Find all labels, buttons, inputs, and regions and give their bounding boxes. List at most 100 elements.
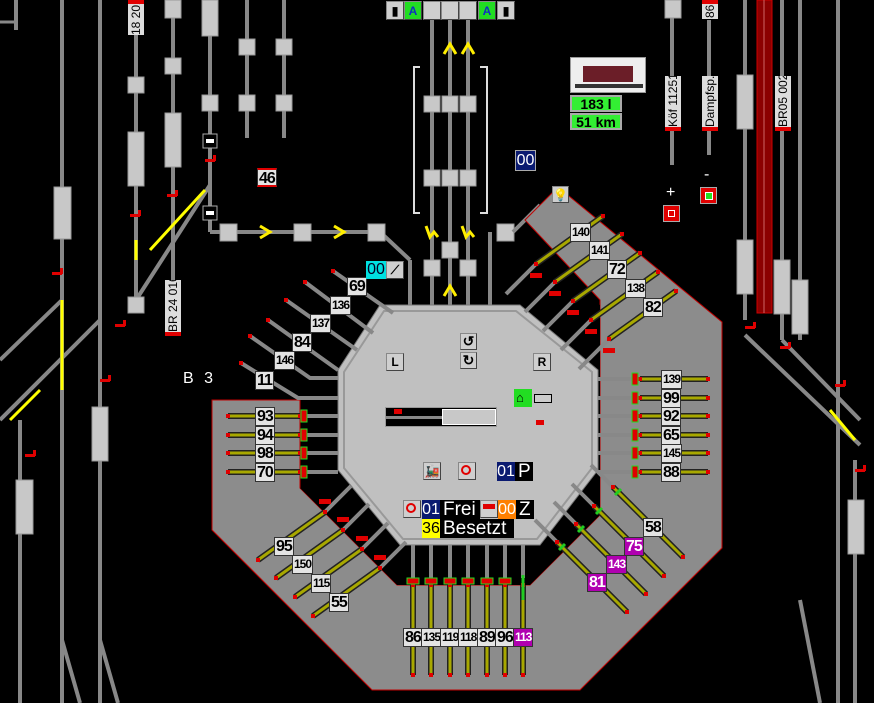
increase-button[interactable] bbox=[663, 205, 680, 222]
track-number-55[interactable]: 55 bbox=[329, 593, 349, 612]
stop-button[interactable] bbox=[458, 462, 476, 480]
track-number-84[interactable]: 84 bbox=[292, 333, 312, 352]
block-section bbox=[15, 479, 34, 535]
track-number-92[interactable]: 92 bbox=[661, 407, 681, 426]
block-section bbox=[423, 95, 441, 113]
track-number-138[interactable]: 138 bbox=[625, 279, 647, 298]
status-stop-button[interactable] bbox=[403, 500, 421, 518]
signal-icon bbox=[130, 214, 140, 217]
track-number-119[interactable]: 119 bbox=[440, 628, 461, 647]
block-section bbox=[496, 223, 515, 242]
track-end-icon bbox=[625, 610, 629, 614]
track-number-139[interactable]: 139 bbox=[661, 370, 683, 389]
signal-icon bbox=[123, 320, 126, 326]
track-number-135[interactable]: 135 bbox=[421, 628, 443, 647]
track-number-72[interactable]: 72 bbox=[607, 260, 627, 279]
depot-exit-left-button[interactable]: ▮ bbox=[386, 1, 404, 20]
stall-signal-icon bbox=[557, 542, 567, 552]
route-3-button[interactable] bbox=[459, 1, 477, 20]
track-end-icon bbox=[656, 270, 660, 274]
target-label: Z bbox=[516, 500, 534, 519]
track-number-145[interactable]: 145 bbox=[661, 444, 683, 463]
track-number-94[interactable]: 94 bbox=[255, 426, 275, 445]
track-end-icon bbox=[589, 318, 593, 322]
track-number-58[interactable]: 58 bbox=[643, 518, 663, 537]
engine-house-button[interactable]: ⌂ bbox=[514, 389, 532, 407]
track-end-icon bbox=[681, 555, 685, 559]
track-number-118[interactable]: 118 bbox=[458, 628, 479, 647]
tower-left-button[interactable]: A bbox=[404, 1, 422, 20]
track-number-99[interactable]: 99 bbox=[661, 389, 681, 408]
lead-track bbox=[341, 502, 371, 532]
track-number-75[interactable]: 75 bbox=[624, 537, 644, 556]
rotate-ccw-button[interactable]: ↺ bbox=[460, 333, 477, 350]
track-number-98[interactable]: 98 bbox=[255, 444, 275, 463]
track-number-82[interactable]: 82 bbox=[643, 298, 663, 317]
position-label: P bbox=[515, 462, 533, 481]
target-track-number: 00 bbox=[498, 500, 516, 519]
crane-button[interactable]: ⟋ bbox=[386, 261, 404, 279]
signal-icon bbox=[205, 159, 215, 162]
track-number-150[interactable]: 150 bbox=[292, 555, 314, 574]
track-end-icon bbox=[226, 414, 230, 418]
block-section bbox=[441, 241, 459, 259]
track-end-icon bbox=[378, 566, 382, 570]
track-number-96[interactable]: 96 bbox=[495, 628, 515, 647]
tower-icon: A bbox=[482, 3, 492, 18]
flag-button[interactable] bbox=[480, 500, 498, 518]
block-section bbox=[127, 76, 145, 94]
occupied-section bbox=[148, 188, 207, 252]
turntable-bridge[interactable] bbox=[385, 407, 544, 427]
track-end-icon bbox=[429, 583, 433, 587]
turn-left-label: L bbox=[391, 355, 399, 369]
stall-track bbox=[590, 270, 659, 322]
track-number-113[interactable]: 113 bbox=[513, 628, 534, 647]
track-number-65[interactable]: 65 bbox=[661, 426, 681, 445]
track-number-95[interactable]: 95 bbox=[274, 537, 294, 556]
switch-chevron-icon bbox=[259, 224, 273, 240]
track-number-11[interactable]: 11 bbox=[255, 371, 274, 390]
track-end-icon bbox=[601, 214, 605, 218]
block-section bbox=[441, 95, 459, 113]
block-section bbox=[791, 279, 809, 335]
track-number-93[interactable]: 93 bbox=[255, 407, 275, 426]
track-number-143[interactable]: 143 bbox=[606, 555, 628, 574]
track-end-icon bbox=[553, 280, 557, 284]
depot-exit-right-button[interactable]: ▮ bbox=[497, 1, 515, 20]
track-number-89[interactable]: 89 bbox=[477, 628, 497, 647]
track-end-icon bbox=[638, 396, 642, 400]
track-end-icon bbox=[303, 280, 307, 284]
track-number-88[interactable]: 88 bbox=[661, 463, 681, 482]
track-label-dampfsp: Dampfsp. bbox=[702, 76, 718, 131]
track-number-69[interactable]: 69 bbox=[347, 277, 367, 296]
track-end-icon bbox=[226, 451, 230, 455]
route-1-button[interactable] bbox=[423, 1, 441, 20]
track-number-141[interactable]: 141 bbox=[589, 241, 611, 260]
tower-right-button[interactable]: A bbox=[478, 1, 496, 20]
route-2-button[interactable] bbox=[441, 1, 459, 20]
decrease-button[interactable] bbox=[700, 187, 717, 204]
track-number-70[interactable]: 70 bbox=[255, 463, 275, 482]
track-number-81[interactable]: 81 bbox=[587, 573, 607, 592]
track-number-140[interactable]: 140 bbox=[570, 223, 592, 242]
track-number-137[interactable]: 137 bbox=[310, 314, 332, 333]
turn-left-button[interactable]: L bbox=[386, 353, 404, 371]
turn-right-button[interactable]: R bbox=[533, 353, 551, 371]
stall-signal-icon bbox=[300, 446, 308, 460]
track-end-icon bbox=[323, 510, 327, 514]
track-number-146[interactable]: 146 bbox=[274, 351, 296, 370]
locomotive-image[interactable] bbox=[570, 57, 646, 93]
stall-signal-icon bbox=[530, 273, 542, 278]
track-number-136[interactable]: 136 bbox=[330, 296, 352, 315]
stall-track bbox=[572, 251, 641, 303]
track-number-115[interactable]: 115 bbox=[311, 574, 332, 593]
rotate-cw-button[interactable]: ↻ bbox=[460, 352, 477, 369]
locomotive-drive-button[interactable]: 🚂 bbox=[423, 462, 441, 480]
track-end-icon bbox=[311, 614, 315, 618]
track-end-icon bbox=[466, 583, 470, 587]
track-number-86[interactable]: 86 bbox=[403, 628, 423, 647]
track-end-icon bbox=[298, 414, 302, 418]
track-end-icon bbox=[448, 673, 452, 677]
lead-track bbox=[589, 463, 615, 489]
lamp-button[interactable]: 💡 bbox=[552, 186, 569, 203]
